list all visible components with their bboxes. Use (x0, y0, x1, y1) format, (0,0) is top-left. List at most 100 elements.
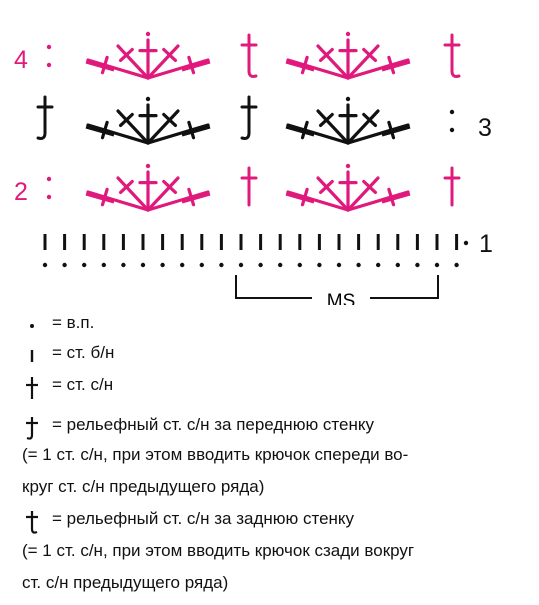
row-label-4: 4 (14, 46, 28, 74)
back-post-double-crochet-icon (26, 511, 38, 534)
chain-dot (62, 262, 67, 268)
stitch-bar (300, 120, 309, 140)
stitch-bar (318, 179, 334, 195)
chain-line (381, 125, 411, 137)
stitch-bar (387, 187, 396, 207)
chain-dot (258, 262, 263, 268)
stitch-bar (318, 112, 334, 128)
colon-dot (46, 62, 52, 68)
stitch-bar (162, 112, 178, 128)
chain-dot (395, 262, 400, 268)
chain-dot-icon (30, 324, 34, 328)
chain-dot (297, 262, 302, 268)
stitch-bar (300, 187, 309, 207)
double-crochet-stroke (346, 44, 380, 80)
double-crochet-stroke (316, 176, 350, 212)
double-crochet-stroke (286, 190, 350, 212)
stitch-bar (362, 179, 378, 195)
colon-dot (46, 44, 52, 50)
colon-dot (46, 194, 52, 200)
crochet-chart: 4 3 2 1 MS (14, 31, 493, 305)
stitch-bar (362, 112, 378, 128)
back-post-double-crochet (240, 33, 258, 78)
chain-line (381, 192, 411, 204)
chain-line (285, 192, 315, 204)
row-1-single-crochets (42, 234, 469, 268)
double-crochet-stroke (346, 123, 410, 145)
double-crochet-stroke (116, 176, 150, 212)
stitch-bar (187, 55, 196, 75)
chain-line (181, 125, 211, 137)
row-4 (46, 31, 461, 80)
double-crochet-stroke (116, 109, 150, 145)
double-crochet-icon (26, 377, 38, 399)
stitch-bar (187, 187, 196, 207)
double-crochet-stroke (346, 58, 410, 80)
double-crochet-stroke (316, 44, 350, 80)
stitch-bar (100, 55, 109, 75)
colon-dot (449, 109, 455, 115)
chain-dot (199, 262, 204, 268)
chain-dot (145, 31, 151, 37)
double-crochet-stroke (86, 58, 150, 80)
legend-note: (= 1 ст. с/н, при этом вводить крючок сп… (22, 445, 409, 464)
chain-dot (101, 262, 107, 268)
legend-note: (= 1 ст. с/н, при этом вводить крючок сз… (22, 541, 415, 560)
double-crochet-stroke (86, 123, 150, 145)
fan-shell (285, 31, 411, 80)
stitch-bar (362, 47, 378, 63)
legend-note: ст. с/н предыдущего ряда) (22, 573, 229, 592)
stitch-bar (300, 55, 309, 75)
chain-dot (145, 163, 151, 169)
double-crochet-stroke (286, 58, 350, 80)
chain-line (285, 125, 315, 137)
double-crochet-stroke (146, 176, 180, 212)
legend-text: = рельефный ст. с/н за заднюю стенку (52, 509, 355, 528)
double-crochet-stroke (286, 123, 350, 145)
row-label-1: 1 (479, 230, 493, 258)
chain-dot (140, 262, 146, 268)
chain-dot (345, 31, 351, 37)
fan-shell (285, 96, 411, 145)
chain-dot (356, 262, 361, 268)
chain-line (285, 60, 315, 72)
chain-dot (82, 262, 87, 268)
chain-line (181, 192, 211, 204)
legend-text: = в.п. (52, 313, 95, 332)
chain-dot (345, 163, 351, 169)
chain-dot (454, 262, 459, 268)
chain-dot (336, 262, 342, 268)
legend-note: круг ст. с/н предыдущего ряда) (22, 477, 265, 496)
chain-dot (376, 262, 381, 268)
stitch-bar (118, 47, 134, 63)
stitch-bar (118, 179, 134, 195)
chain-line (181, 60, 211, 72)
chain-line (381, 60, 411, 72)
chain-dot (415, 262, 420, 268)
fan-shell (85, 96, 211, 145)
double-crochet (443, 166, 461, 207)
double-crochet-stroke (116, 44, 150, 80)
double-crochet-stroke (346, 176, 380, 212)
front-post-double-crochet-icon (26, 417, 38, 440)
stitch-bar (318, 47, 334, 63)
repeat-bracket: MS (235, 275, 439, 305)
stitch-bar (187, 120, 196, 140)
single-crochet-icon (30, 350, 34, 362)
legend-text: = рельефный ст. с/н за переднюю стенку (52, 415, 374, 434)
double-crochet-stroke (146, 58, 210, 80)
row-3 (36, 95, 455, 145)
chain-dot (238, 262, 244, 268)
chain-dot (463, 240, 469, 246)
chain-dot (317, 262, 322, 268)
double-crochet (240, 166, 258, 207)
fan-shell (285, 163, 411, 212)
double-crochet-stroke (146, 109, 180, 145)
colon-dot (449, 127, 455, 133)
chain-dot (278, 262, 283, 268)
stitch-bar (162, 47, 178, 63)
double-crochet-stroke (146, 44, 180, 80)
legend-text: = ст. б/н (52, 343, 115, 362)
double-crochet-stroke (86, 190, 150, 212)
stitch-bar (387, 120, 396, 140)
